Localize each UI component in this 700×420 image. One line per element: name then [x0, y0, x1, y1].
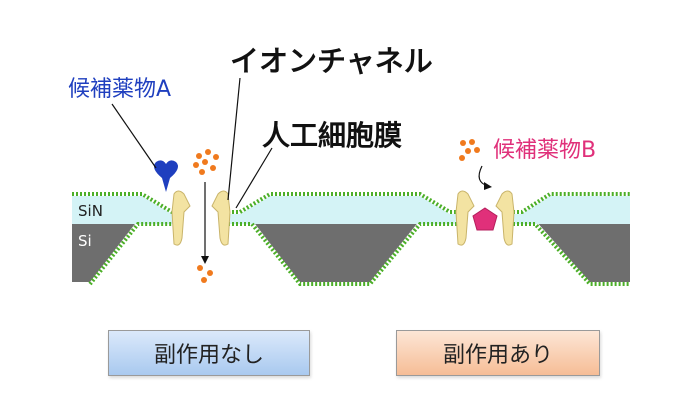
ion-flow-arrowhead: [201, 256, 209, 264]
si-layer-label: Si: [78, 232, 92, 250]
sin-layer-label: SiN: [78, 202, 103, 220]
ion-channel-left: [171, 190, 231, 246]
candidate-drug-a-label: 候補薬物A: [68, 77, 172, 102]
with-side-effect-box: 副作用あり: [396, 330, 600, 376]
sin-layer: [72, 196, 630, 224]
drug-b-icon: [472, 207, 498, 231]
ions-bottom-left: [197, 265, 213, 283]
ions-top-right: [459, 139, 480, 161]
pointer-line-ion: [227, 77, 241, 201]
binding-arrowhead: [484, 182, 492, 190]
cell-membrane-label: 人工細胞膜: [262, 119, 403, 152]
candidate-drug-b-label: 候補薬物B: [493, 138, 597, 163]
ion-channel-right: [455, 190, 515, 246]
ions-top-left: [193, 149, 219, 175]
membrane-bottom: [88, 222, 630, 286]
pointer-line-a: [111, 103, 157, 169]
pointer-line-membrane: [235, 147, 273, 209]
si-substrate: [72, 220, 630, 282]
no-side-effect-box: 副作用なし: [108, 330, 310, 376]
ion-channel-label: イオンチャネル: [230, 44, 433, 78]
drug-a-icon: [154, 160, 178, 192]
binding-arrow: [478, 165, 489, 187]
